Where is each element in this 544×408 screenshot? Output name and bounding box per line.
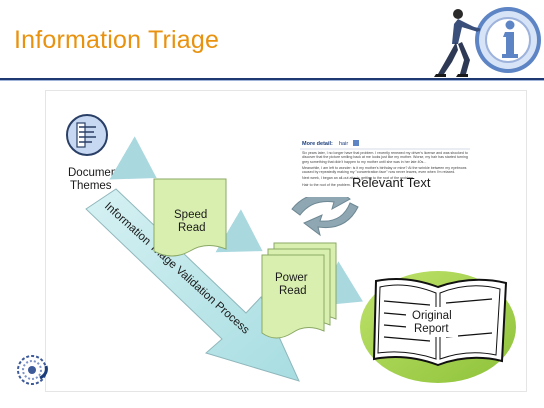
original-report-label-1: Original <box>412 310 452 322</box>
excerpt-paragraph-4: Hair to the root of the problem. <box>302 182 351 187</box>
excerpt-search-icon <box>353 140 359 146</box>
original-report-node: Original Report <box>360 271 516 383</box>
info-circle-icon <box>475 7 541 73</box>
speed-read-node: Speed Read <box>153 178 227 257</box>
excerpt-header: More detail: <box>302 141 333 147</box>
flow-arrow-1 <box>109 136 157 180</box>
excerpt-paragraph-2: Meanwhile, I am left to wonder: is it my… <box>302 165 467 175</box>
document-themes-icon <box>66 114 108 156</box>
speed-read-label-1: Speed <box>174 209 207 221</box>
excerpt-header-value: hair <box>339 141 348 147</box>
original-report-label-2: Report <box>414 323 449 335</box>
spiral-logo-icon <box>14 346 50 390</box>
speed-read-label-2: Read <box>178 222 206 234</box>
title-divider-light <box>0 80 544 81</box>
title-divider <box>0 78 544 80</box>
document-themes-node: Document Themes <box>66 114 121 192</box>
presenter-logo <box>428 2 544 80</box>
excerpt-paragraph-1: Six years later, I no longer have that p… <box>302 151 468 164</box>
document-themes-label-2: Themes <box>70 180 112 192</box>
power-read-label-1: Power <box>275 272 308 284</box>
document-themes-label-1: Document <box>68 167 121 179</box>
diagram-panel: Information Triage Validation Process Do… <box>45 90 527 392</box>
flow-arrow-2 <box>215 209 263 253</box>
relevant-text-label: Relevant Text <box>352 175 431 190</box>
text-excerpt: More detail: hair Six years later, I no … <box>300 137 470 197</box>
power-read-node: Power Read <box>261 242 337 339</box>
person-pushing-info-icon <box>434 9 481 77</box>
power-read-label-2: Read <box>279 285 307 297</box>
excerpt-paragraph-3: Next week, I began an all-out attack: ge… <box>302 176 415 181</box>
slide-title: Information Triage <box>14 26 220 54</box>
cycle-arrows <box>291 185 359 237</box>
flow-arrow-3 <box>315 261 363 306</box>
